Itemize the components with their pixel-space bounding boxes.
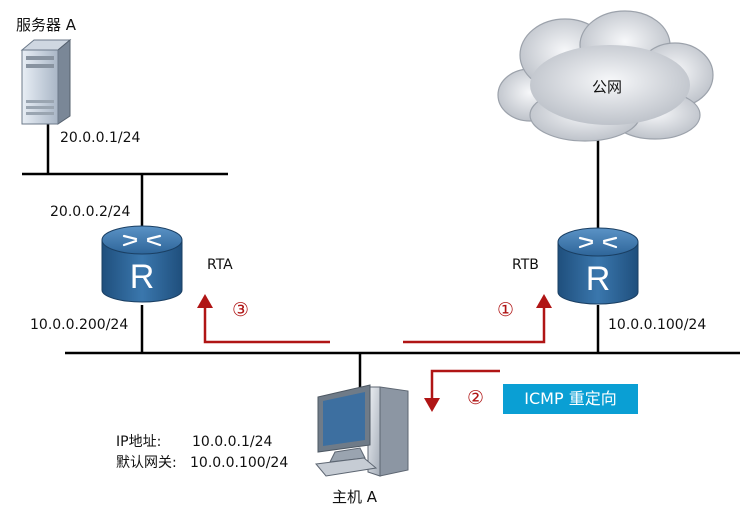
arrow-icon-step3 xyxy=(197,294,330,344)
icmp-redirect-badge: ICMP 重定向 xyxy=(503,384,638,414)
rta-router-glyph: R xyxy=(130,258,155,296)
step-three-marker: ③ xyxy=(232,299,250,321)
host-ip-label: IP地址: xyxy=(116,434,162,450)
step-two-marker: ② xyxy=(467,387,485,409)
router-icon-rtb: R xyxy=(557,227,639,305)
host-name: 主机 A xyxy=(332,488,378,506)
host-ip-value: 10.0.0.1/24 xyxy=(192,434,273,450)
arrow-icon-step1 xyxy=(403,294,552,344)
host-gw-value: 10.0.0.100/24 xyxy=(190,455,289,471)
router-icon-rta: R xyxy=(101,225,183,303)
rtb-router-glyph: R xyxy=(586,260,611,298)
server-label: 服务器 A xyxy=(16,16,77,34)
host-gw-label: 默认网关: xyxy=(116,455,177,471)
server-ip: 20.0.0.1/24 xyxy=(60,130,141,146)
pc-icon xyxy=(315,384,409,477)
internet-label: 公网 xyxy=(592,78,623,96)
step-one-marker: ① xyxy=(497,299,515,321)
rtb-name: RTB xyxy=(512,257,539,273)
cloud-icon xyxy=(497,10,714,142)
rta-lower-ip: 10.0.0.200/24 xyxy=(30,317,129,333)
rtb-lower-ip: 10.0.0.100/24 xyxy=(608,317,707,333)
rta-upper-ip: 20.0.0.2/24 xyxy=(50,204,131,220)
arrow-icon-step2 xyxy=(424,369,500,412)
server-icon xyxy=(20,38,72,125)
network-links xyxy=(22,124,740,388)
rta-name: RTA xyxy=(207,257,233,273)
